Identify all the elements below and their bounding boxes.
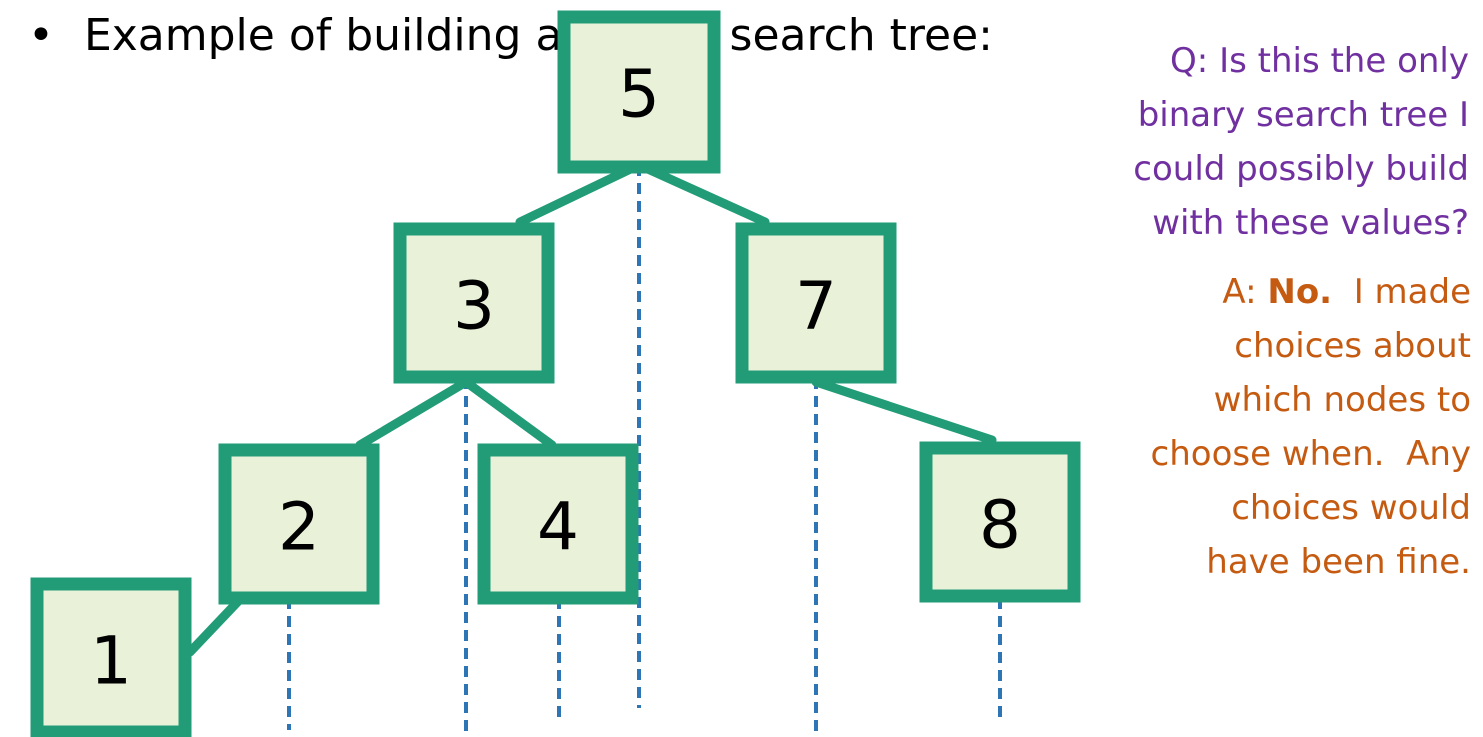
node-label-8: 8 <box>979 487 1021 564</box>
answer-text: A: No. I made choices about which nodes … <box>1051 265 1471 589</box>
tree-node-4: 4 <box>477 443 639 605</box>
edge-5-3 <box>515 160 644 227</box>
tree-node-3: 3 <box>393 222 555 384</box>
answer-after-bold: I made <box>1332 272 1471 312</box>
slide-title: • Example of building a binary search tr… <box>28 10 993 61</box>
title-text: Example of building a binary search tree… <box>83 10 993 61</box>
answer-line: choices would <box>1231 488 1471 528</box>
question-line: with these values? <box>1152 203 1469 243</box>
tree-node-8: 8 <box>919 441 1081 603</box>
question-line: binary search tree I <box>1137 95 1469 135</box>
answer-line: which nodes to <box>1213 380 1471 420</box>
answer-line: choose when. Any <box>1150 434 1471 474</box>
answer-prefix: A: <box>1222 272 1268 312</box>
answer-first-line: A: No. I made <box>1051 265 1471 319</box>
bullet: • <box>28 10 54 61</box>
answer-no: No. <box>1267 272 1333 312</box>
dashed-guides <box>287 165 1002 737</box>
tree-node-7: 7 <box>735 222 897 384</box>
edge-3-2 <box>355 377 471 450</box>
node-label-1: 1 <box>90 623 132 700</box>
tree-node-1: 1 <box>30 577 192 737</box>
tree-node-2: 2 <box>218 443 380 605</box>
edge-7-8 <box>811 377 997 445</box>
question-line: Q: Is this the only <box>1170 41 1469 81</box>
node-label-5: 5 <box>618 56 660 133</box>
node-label-3: 3 <box>453 268 495 345</box>
node-label-4: 4 <box>537 489 579 566</box>
node-label-2: 2 <box>278 489 320 566</box>
edge-5-7 <box>634 160 770 227</box>
question-text: Q: Is this the only binary search tree I… <box>1049 34 1469 250</box>
answer-line: choices about <box>1234 326 1471 366</box>
question-line: could possibly build <box>1133 149 1469 189</box>
edge-3-4 <box>461 377 557 450</box>
answer-line: have been fine. <box>1206 542 1471 582</box>
tree-node-5: 5 <box>557 10 721 174</box>
node-label-7: 7 <box>795 268 837 345</box>
